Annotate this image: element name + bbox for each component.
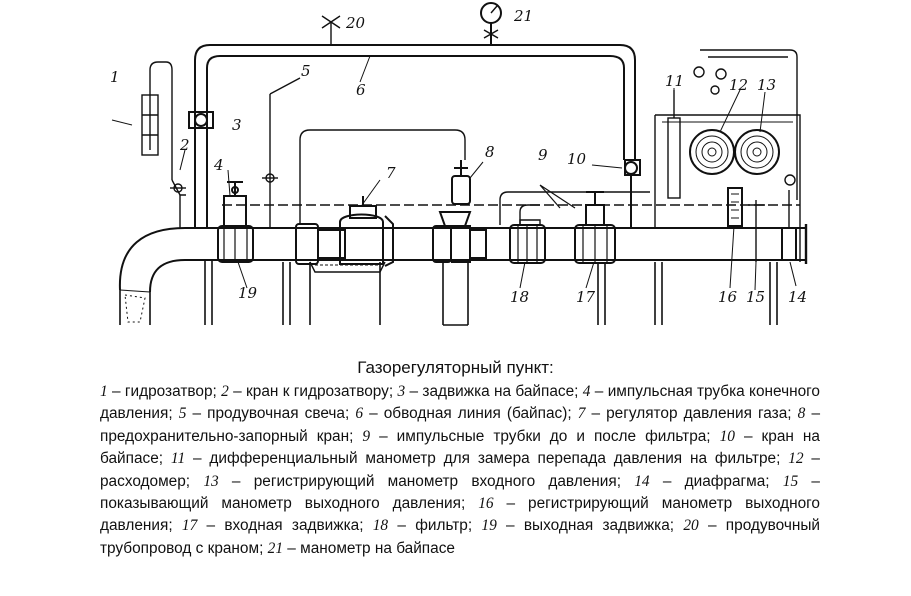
callout-5: 5 [301, 62, 311, 80]
legend-text-9: – импульсные трубки до и после фильтра; [370, 427, 720, 445]
legend-num-9: 9 [362, 427, 371, 445]
callout-19: 19 [238, 284, 258, 302]
legend-text-1: – гидрозатвор; [107, 383, 222, 400]
legend-num-16: 16 [478, 495, 494, 513]
legend-num-4: 4 [582, 383, 591, 400]
indicating-gauge-15 [748, 200, 765, 262]
legend-num-6: 6 [355, 405, 364, 423]
legend-text-15: – показывающий манометр выходного давлен… [100, 472, 820, 513]
legend-text-20: – продувочный трубопровод с краном; [100, 517, 820, 557]
callout-7: 7 [386, 164, 396, 182]
legend-text-19: – выходная задвижка; [496, 517, 684, 535]
regulator-7 [295, 196, 394, 273]
flowmeter-12 [689, 129, 735, 175]
legend-num-13: 13 [203, 472, 219, 490]
callout-13: 13 [757, 76, 776, 94]
callout-17: 17 [576, 288, 596, 306]
callout-labels: 1 2 3 4 5 6 7 8 9 10 11 12 13 14 15 16 1… [110, 7, 807, 306]
callout-6: 6 [356, 81, 366, 99]
support-piers [119, 260, 778, 326]
legend-text-7: – регулятор давления газа; [585, 405, 798, 423]
legend-text-21: – манометр на байпасе [283, 539, 455, 557]
callout-20: 20 [345, 14, 366, 32]
legend-num-8: 8 [797, 405, 806, 423]
figure-legend: 1 – гидрозатвор; 2 – кран к гидрозатвору… [100, 381, 820, 560]
legend-text-4: – импульсная трубка конечного давления; [100, 383, 820, 423]
callout-11: 11 [665, 72, 684, 90]
callout-21: 21 [513, 7, 533, 25]
legend-num-15: 15 [782, 472, 799, 490]
callout-9: 9 [538, 146, 548, 164]
legend-num-11: 11 [170, 450, 186, 468]
callout-4: 4 [213, 156, 224, 174]
callout-12: 12 [729, 76, 748, 94]
legend-text-16: – регистрирующий манометр выходного давл… [100, 495, 820, 535]
callout-8: 8 [485, 143, 495, 161]
main-pipeline [118, 224, 808, 323]
legend-text-10: – кран на байпасе; [100, 427, 820, 468]
legend-num-17: 17 [181, 517, 198, 535]
bypass-valve-3 [188, 111, 214, 129]
hydro-seal-1 [111, 61, 186, 228]
callout-16: 16 [718, 288, 738, 306]
filter-18 [509, 219, 546, 264]
hydro-valve-2 [170, 183, 186, 193]
impulse-tubes-9 [299, 129, 650, 225]
legend-num-21: 21 [267, 539, 284, 557]
legend-text-11: – дифференциальный манометр для замера п… [185, 450, 789, 468]
leader-lines [179, 55, 797, 291]
bypass-line-6 [194, 44, 641, 228]
legend-text-17: – входная задвижка; [197, 517, 373, 535]
outlet-valve-19 [217, 181, 254, 263]
legend-num-19: 19 [481, 517, 497, 535]
legend-text-13: – регистрирующий манометр входного давле… [218, 472, 635, 490]
callout-10: 10 [567, 150, 587, 168]
legend-text-3: – задвижка на байпасе; [405, 383, 583, 400]
diaphragm-14 [781, 190, 797, 261]
legend-num-10: 10 [719, 427, 735, 445]
bypass-gauge-21 [480, 2, 502, 45]
legend-text-12: – расходомер; [100, 450, 820, 490]
legend-num-20: 20 [683, 517, 699, 535]
recording-gauge-13 [734, 129, 780, 175]
callout-1: 1 [110, 68, 120, 86]
callout-14: 14 [788, 288, 807, 306]
legend-num-14: 14 [634, 472, 650, 490]
instrument-cabinet [654, 49, 801, 262]
legend-text-2: – кран к гидрозатвору; [228, 383, 398, 400]
callout-15: 15 [746, 288, 765, 306]
legend-text-18: – фильтр; [388, 517, 482, 535]
legend-text-5: – продувочная свеча; [186, 405, 356, 423]
figure-title: Газорегуляторный пункт: [357, 358, 554, 377]
callout-2: 2 [179, 136, 190, 154]
legend-num-18: 18 [372, 517, 389, 535]
legend-text-6: – обводная линия (байпас); [363, 405, 578, 423]
legend-num-2: 2 [221, 383, 229, 400]
legend-text-8: – предохранительно-запорный кран; [100, 405, 820, 445]
legend-num-1: 1 [100, 383, 108, 400]
legend-text-14: – диафрагма; [649, 472, 783, 490]
legend-num-7: 7 [577, 405, 586, 423]
legend-num-5: 5 [178, 405, 187, 423]
recording-gauge-16 [727, 187, 743, 227]
legend-num-12: 12 [788, 450, 804, 468]
legend-num-3: 3 [397, 383, 406, 400]
gas-regulator-diagram: 1 2 3 4 5 6 7 8 9 10 11 12 13 14 15 16 1… [110, 2, 808, 326]
callout-3: 3 [232, 116, 242, 134]
callout-18: 18 [510, 288, 529, 306]
purge-pipe-valve-20 [321, 15, 341, 45]
safety-shutoff-valve-8 [432, 160, 487, 263]
